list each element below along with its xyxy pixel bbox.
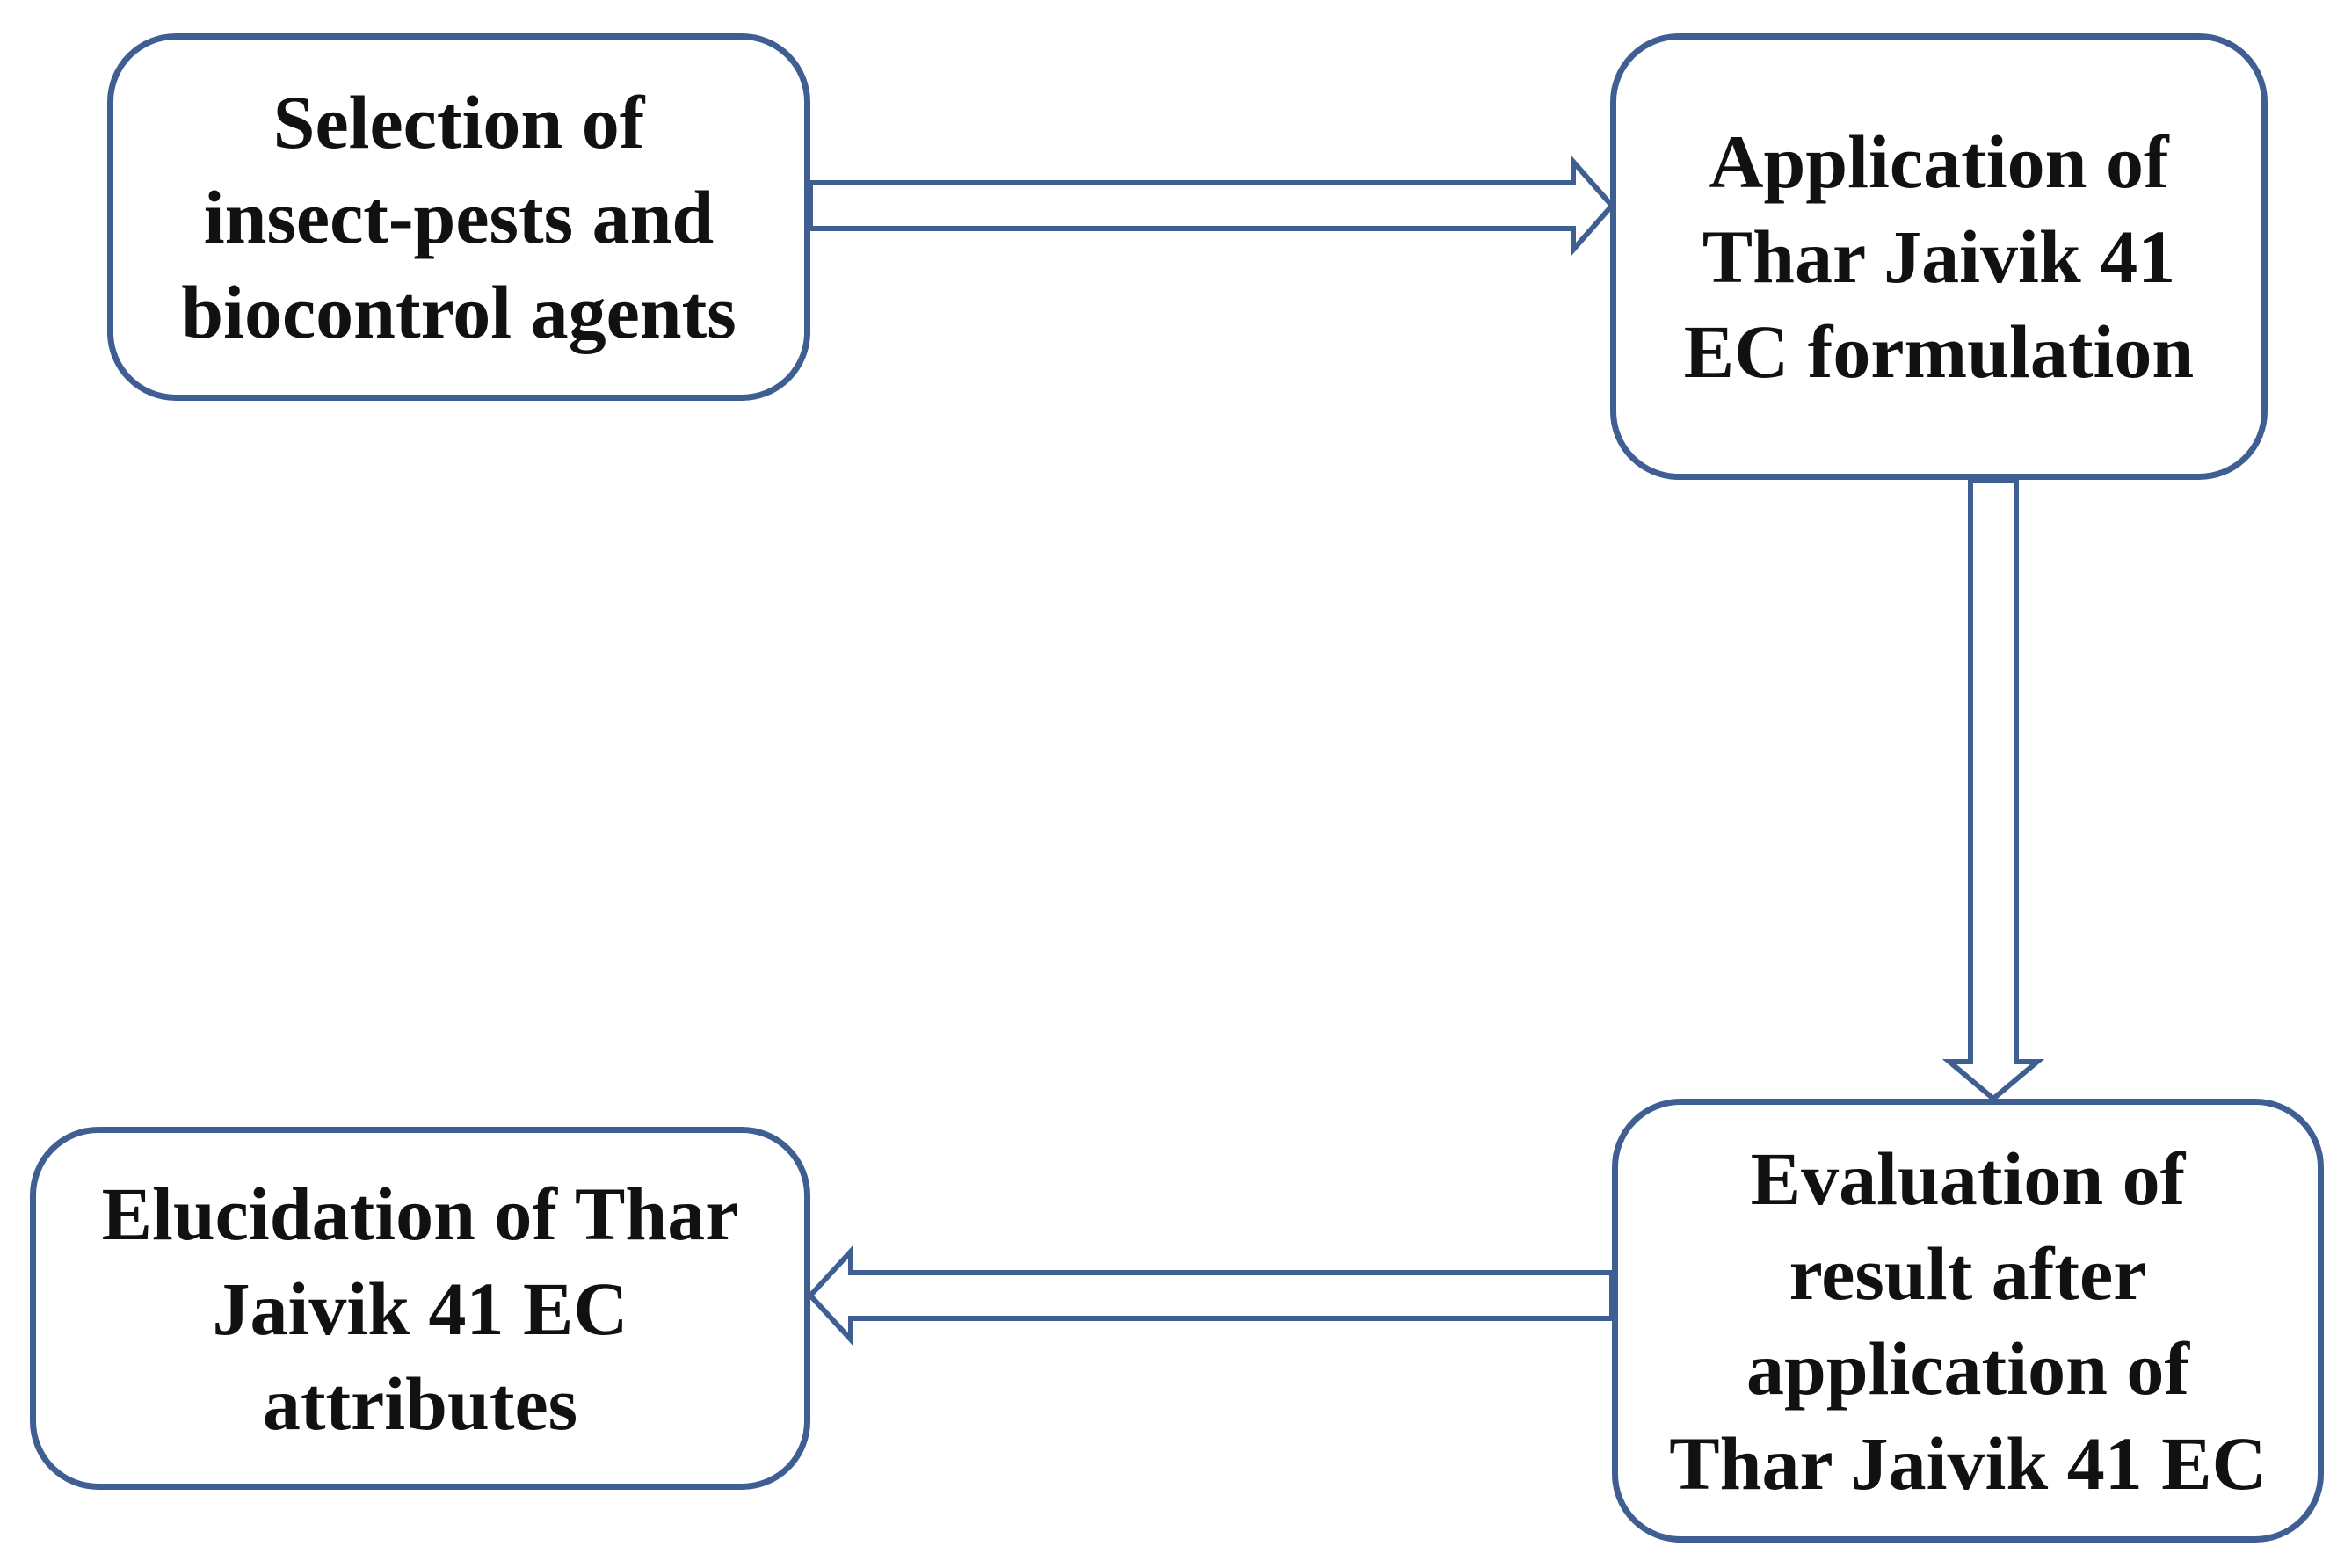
- arrow-application-to-evaluation: [1941, 477, 2045, 1102]
- node-application-label: Application of Thar Jaivik 41 EC formula…: [1683, 120, 2195, 394]
- node-application: Application of Thar Jaivik 41 EC formula…: [1610, 33, 2268, 480]
- node-evaluation: Evaluation of result after application o…: [1612, 1099, 2324, 1543]
- arrow-selection-to-application: [808, 155, 1615, 257]
- node-selection: Selection of insect-pests and biocontrol…: [107, 33, 810, 401]
- arrow-evaluation-to-elucidation: [806, 1245, 1615, 1347]
- node-elucidation: Elucidation of Thar Jaivik 41 EC attribu…: [30, 1127, 810, 1490]
- node-selection-label: Selection of insect-pests and biocontrol…: [181, 80, 737, 354]
- node-evaluation-label: Evaluation of result after application o…: [1669, 1136, 2267, 1506]
- node-elucidation-label: Elucidation of Thar Jaivik 41 EC attribu…: [101, 1171, 739, 1446]
